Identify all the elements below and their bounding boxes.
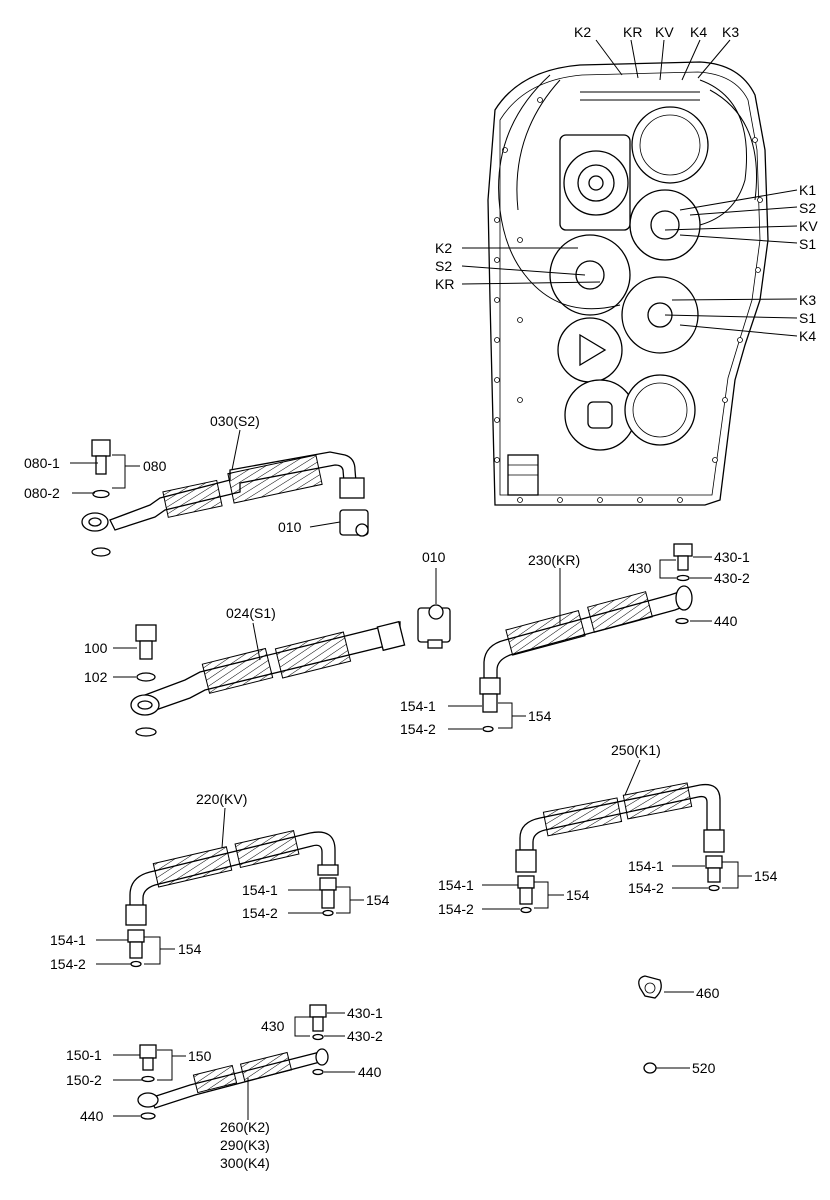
label-154d: 154 [366,892,390,908]
label-080-1: 080-1 [24,455,60,471]
hose-030-s2 [81,439,369,557]
label-430-1a: 430-1 [714,549,750,565]
label-520: 520 [692,1060,716,1076]
nut-520 [643,1062,657,1074]
label-260-k2: 260(K2) [220,1119,270,1135]
label-154-2a: 154-2 [400,721,436,737]
hose-230-kr [479,543,693,733]
callout-s2-right: S2 [799,200,816,216]
label-154-1b: 154-1 [628,858,664,874]
callout-kv-right: KV [799,218,818,234]
label-154a: 154 [528,708,552,724]
label-154c: 154 [566,887,590,903]
label-154-2e: 154-2 [50,956,86,972]
hose-024-s1 [130,604,451,737]
label-150-2: 150-2 [66,1072,102,1088]
label-102: 102 [84,669,108,685]
callout-kv-top: KV [655,24,674,40]
label-430-1b: 430-1 [347,1005,383,1021]
label-290-k3: 290(K3) [220,1137,270,1153]
label-080: 080 [143,458,167,474]
callout-s1-right-lower: S1 [799,310,816,326]
label-154-1e: 154-1 [50,932,86,948]
label-024-s1: 024(S1) [226,605,276,621]
clip-460 [638,975,662,999]
callout-kr-left: KR [435,276,454,292]
label-154-1d: 154-1 [242,882,278,898]
label-440c: 440 [80,1108,104,1124]
label-150: 150 [188,1048,212,1064]
callout-k3-right: K3 [799,292,816,308]
callout-k3-top: K3 [722,24,739,40]
label-010-b: 010 [422,549,446,565]
callout-k2-left: K2 [435,240,452,256]
label-154-2d: 154-2 [242,905,278,921]
label-230-kr: 230(KR) [528,552,580,568]
label-430b: 430 [261,1018,285,1034]
callout-kr-top: KR [623,24,642,40]
label-430-2a: 430-2 [714,570,750,586]
label-440a: 440 [714,613,738,629]
label-220-kv: 220(KV) [196,791,247,807]
callout-s1-right: S1 [799,236,816,252]
callout-s2-left: S2 [435,258,452,274]
hose-250-k1 [515,782,725,914]
label-300-k4: 300(K4) [220,1155,270,1171]
hose-260-k2 [137,1004,329,1120]
label-150-1: 150-1 [66,1047,102,1063]
callout-k2-top: K2 [574,24,591,40]
label-460: 460 [696,985,720,1001]
transmission-housing [487,61,769,506]
callout-k1-right: K1 [799,182,816,198]
label-154b: 154 [754,868,778,884]
label-030-s2: 030(S2) [210,413,260,429]
label-100: 100 [84,640,108,656]
label-250-k1: 250(K1) [611,742,661,758]
callout-k4-right: K4 [799,328,816,344]
label-154-1a: 154-1 [400,698,436,714]
label-154-2b: 154-2 [628,880,664,896]
label-010-a: 010 [278,519,302,535]
label-430a: 430 [628,560,652,576]
callout-k4-top: K4 [690,24,707,40]
label-154-1c: 154-1 [438,877,474,893]
label-154-2c: 154-2 [438,901,474,917]
hose-220-kv [125,829,339,968]
label-430-2b: 430-2 [347,1028,383,1044]
label-440b: 440 [358,1064,382,1080]
label-080-2: 080-2 [24,485,60,501]
label-154e: 154 [178,941,202,957]
top-callout-leaders [461,39,798,337]
